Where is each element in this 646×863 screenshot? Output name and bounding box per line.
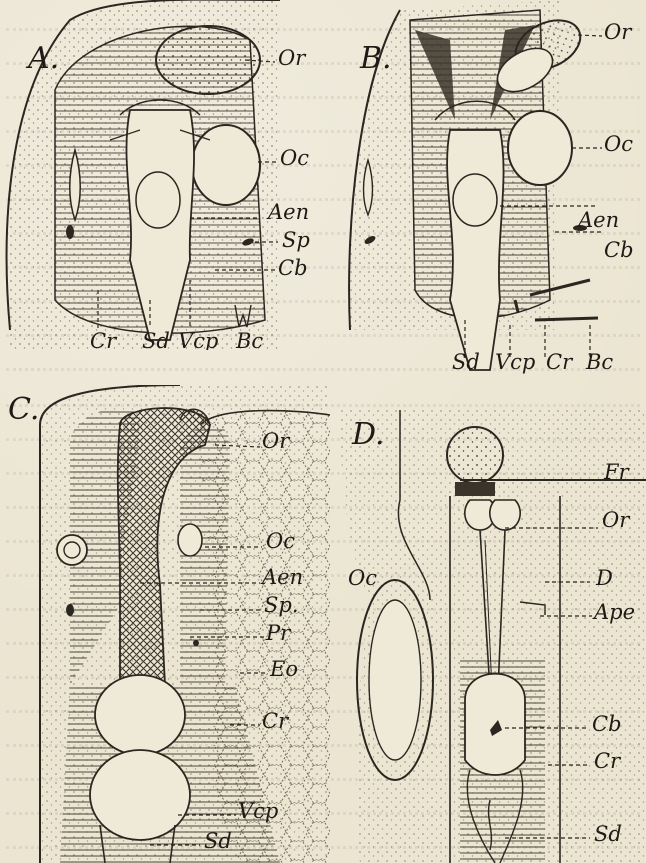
panel-letter-c: C.	[8, 395, 39, 425]
label-a-sp: Sp	[282, 230, 310, 251]
label-a-aen: Aen	[268, 202, 309, 223]
label-b-vcp: Vcp	[495, 352, 535, 373]
label-d-d: D	[596, 568, 613, 589]
figure-panel-a: A. Or Oc Aen Sp Cb Cr Sd Vcp Bc	[0, 0, 330, 350]
label-c-vcp: Vcp	[238, 801, 278, 822]
label-a-sd: Sd	[142, 331, 170, 350]
panel-letter-a: A.	[28, 44, 59, 74]
label-c-aen: Aen	[262, 567, 303, 588]
label-d-or: Or	[602, 510, 629, 531]
label-b-sd: Sd	[452, 352, 480, 373]
label-b-or: Or	[604, 22, 631, 43]
label-b-oc: Oc	[604, 134, 633, 155]
label-b-cr: Cr	[546, 352, 572, 373]
label-b-bc: Bc	[586, 352, 613, 373]
figure-panel-d: D. Fr Or Oc D Ape Cb Cr Sd	[340, 400, 646, 863]
label-d-cr: Cr	[594, 751, 620, 772]
label-a-or: Or	[278, 48, 305, 69]
label-d-sd: Sd	[594, 824, 622, 845]
label-a-cb: Cb	[278, 258, 308, 279]
label-c-sp: Sp.	[264, 595, 299, 616]
label-d-oc: Oc	[348, 568, 377, 589]
figure-panel-c: C. Or Oc Aen Sp. Pr Eo Cr Vcp Sd	[0, 385, 330, 863]
figure-panel-b: B. Or Oc Aen Cb Sd Vcp Cr Bc	[340, 0, 646, 380]
label-d-ape: Ape	[594, 602, 635, 623]
olfactory-organ-shape	[156, 26, 260, 94]
label-a-cr: Cr	[90, 331, 116, 350]
label-c-or: Or	[262, 431, 289, 452]
panel-letter-d: D.	[352, 420, 385, 450]
label-c-cr: Cr	[262, 711, 288, 732]
label-c-sd: Sd	[204, 831, 232, 852]
label-c-oc: Oc	[266, 531, 295, 552]
label-b-aen: Aen	[578, 210, 619, 231]
panel-letter-b: B.	[360, 44, 392, 74]
label-d-fr: Fr	[604, 462, 629, 483]
label-c-eo: Eo	[270, 659, 298, 680]
label-a-bc: Bc	[236, 331, 263, 350]
forebrain-bulb-shape	[447, 427, 503, 483]
label-b-cb: Cb	[604, 240, 634, 261]
label-d-cb: Cb	[592, 714, 622, 735]
otic-capsule-b-shape	[508, 111, 572, 185]
label-a-vcp: Vcp	[178, 331, 218, 350]
label-a-oc: Oc	[280, 148, 309, 169]
panel-d-drawing	[340, 400, 646, 863]
label-c-pr: Pr	[266, 623, 290, 644]
